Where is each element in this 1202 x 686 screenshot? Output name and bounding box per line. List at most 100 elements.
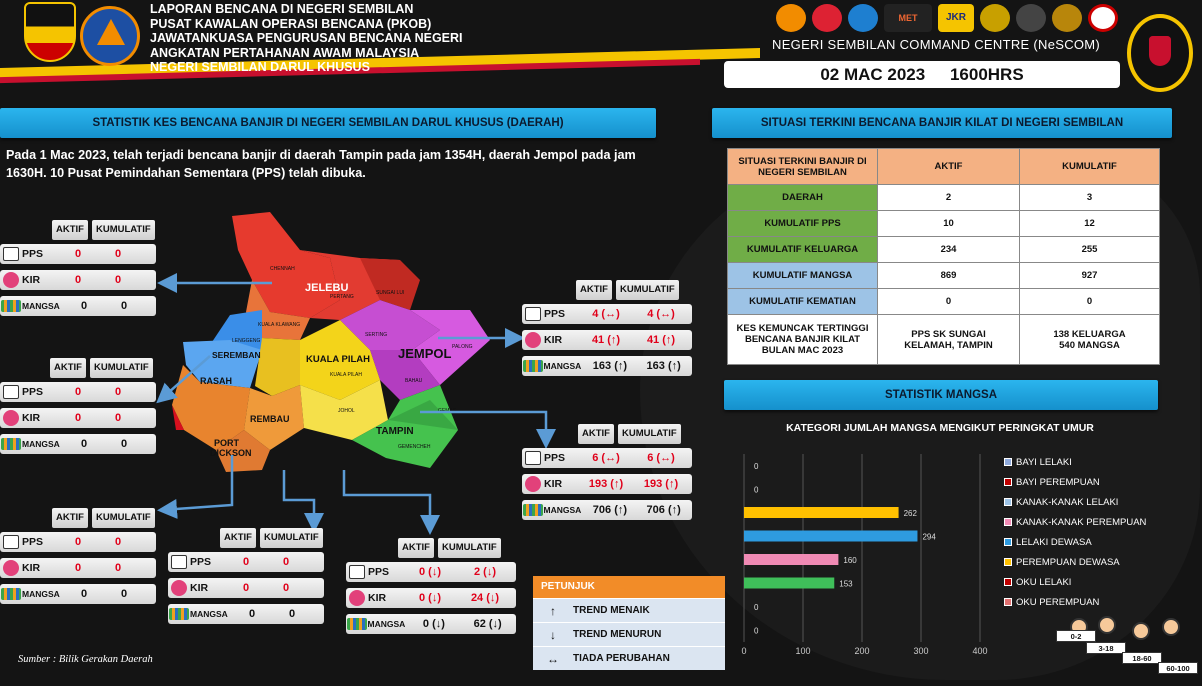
- tab-aktif: AKTIF: [398, 538, 434, 558]
- petunjuk-row: ↑TREND MENAIK: [533, 598, 725, 622]
- table-row: KUMULATIF KEMATIAN 0 0: [727, 288, 1160, 315]
- tab-aktif: AKTIF: [50, 358, 86, 378]
- state-crest-logo: [24, 2, 76, 62]
- victims-group-icon-shape: [1, 588, 21, 600]
- victims-group-icon: [0, 434, 22, 454]
- chart-data-label: 0: [754, 486, 759, 495]
- chart-data-label: 294: [922, 533, 936, 542]
- stat-label: KIR: [368, 592, 387, 604]
- stat-aktif-value: 706 (↑): [592, 504, 628, 516]
- family-head-icon-shape: [3, 560, 19, 576]
- stat-label: PPS: [22, 248, 44, 260]
- chart-data-label: 262: [904, 509, 918, 518]
- region-palong: [410, 310, 490, 385]
- petunjuk-label: TIADA PERUBAHAN: [573, 653, 670, 664]
- stat-aktif-value: 0: [80, 438, 88, 450]
- stat-aktif-value: 6 (↔): [592, 452, 620, 464]
- petunjuk-label: TREND MENURUN: [573, 629, 662, 640]
- stat-kumulatif-value: 0: [114, 562, 122, 574]
- family-head-icon: [0, 408, 22, 428]
- map-sub-label: JOHOL: [338, 408, 355, 414]
- region-rasah: [172, 365, 250, 450]
- stat-label: KIR: [190, 582, 209, 594]
- stat-label: MANGSA: [22, 589, 60, 599]
- met-logo: MET: [884, 4, 932, 32]
- people-shelter-icon-shape: [3, 385, 19, 399]
- victims-group-icon-shape: [522, 360, 543, 372]
- stat-aktif-value: 0: [80, 300, 88, 312]
- tab-aktif: AKTIF: [52, 508, 88, 528]
- report-date: 02 MAC 2023: [820, 65, 926, 84]
- legend-swatch: [1004, 598, 1012, 606]
- petunjuk-title: PETUNJUK: [533, 576, 725, 598]
- stat-kumulatif-value: 0: [282, 582, 290, 594]
- stat-label: MANGSA: [543, 361, 582, 371]
- family-head-icon-shape: [349, 590, 365, 606]
- region-sungai-lui: [360, 258, 420, 310]
- stat-aktif-value: 0: [242, 556, 250, 568]
- map-label-jempol: JEMPOL: [398, 346, 452, 361]
- right-section-title: SITUASI TERKINI BENCANA BANJIR KILAT DI …: [712, 108, 1172, 138]
- legend-entry: KANAK-KANAK LELAKI: [1004, 492, 1146, 512]
- tab-kumulatif: KUMULATIF: [91, 220, 155, 240]
- people-shelter-icon: [346, 562, 368, 582]
- stat-label: KIR: [22, 274, 41, 286]
- people-shelter-icon-shape: [525, 451, 541, 465]
- region-rembau: [244, 385, 304, 450]
- legend-petunjuk: PETUNJUK ↑TREND MENAIK ↓TREND MENURUN ↔T…: [533, 576, 725, 670]
- stat-kumulatif-value: 62 (↓): [473, 618, 502, 630]
- family-head-icon: [0, 270, 22, 290]
- table-cell: KES KEMUNCAK TERTINGGI BENCANA BANJIR KI…: [727, 314, 878, 365]
- victims-group-icon-shape: [1, 300, 21, 312]
- victims-group-icon-shape: [1, 438, 21, 450]
- arrow-up-icon: ↑: [550, 604, 556, 618]
- chart-bar: [744, 530, 918, 542]
- people-shelter-icon-shape: [349, 565, 365, 579]
- tab-kumulatif: KUMULATIF: [259, 528, 323, 548]
- chart-tick-label: 400: [972, 646, 987, 656]
- petunjuk-row: ↓TREND MENURUN: [533, 622, 725, 646]
- tab-kumulatif: KUMULATIF: [617, 424, 681, 444]
- chart-tick-label: 300: [913, 646, 928, 656]
- chart-bar: [744, 507, 899, 518]
- region-port-dickson: [216, 430, 270, 472]
- age-step-label: 18-60: [1122, 652, 1162, 664]
- table-cell: KUMULATIF KEMATIAN: [727, 288, 878, 315]
- arrow-rembau-box: [282, 470, 324, 533]
- arrow-rasah-box: [157, 455, 234, 519]
- stat-aktif-value: 0: [80, 588, 88, 600]
- partner-logos: MET JKR: [776, 4, 1118, 32]
- people-shelter-icon-shape: [3, 535, 19, 549]
- table-cell: PPS SK SUNGAI KELAMAH, TAMPIN: [877, 314, 1020, 365]
- district-map: JELEBU JEMPOL SEREMBAN RASAH KUALA PILAH…: [0, 200, 700, 520]
- legend-entry: BAYI PEREMPUAN: [1004, 472, 1146, 492]
- people-shelter-icon: [522, 448, 544, 468]
- table-row: KES KEMUNCAK TERTINGGI BENCANA BANJIR KI…: [727, 314, 1160, 365]
- stat-label: PPS: [544, 452, 566, 464]
- victims-group-icon: [168, 604, 190, 624]
- stat-kumulatif-value: 0: [114, 386, 122, 398]
- chart-data-label: 0: [754, 627, 759, 636]
- legend-entry: OKU PEREMPUAN: [1004, 592, 1146, 612]
- tab-kumulatif: KUMULATIF: [91, 508, 155, 528]
- apm-logo: [776, 4, 806, 32]
- family-head-icon-shape: [3, 410, 19, 426]
- stat-kumulatif-value: 163 (↑): [646, 360, 681, 372]
- stat-aktif-value: 0 (↓): [419, 592, 441, 604]
- arrow-seremban-box: [156, 355, 211, 404]
- date-bar: 02 MAC 2023 1600HRS: [724, 61, 1120, 88]
- stat-kumulatif-value: 706 (↑): [646, 504, 681, 516]
- family-head-icon-shape: [525, 476, 541, 492]
- victims-group-icon-shape: [522, 504, 543, 516]
